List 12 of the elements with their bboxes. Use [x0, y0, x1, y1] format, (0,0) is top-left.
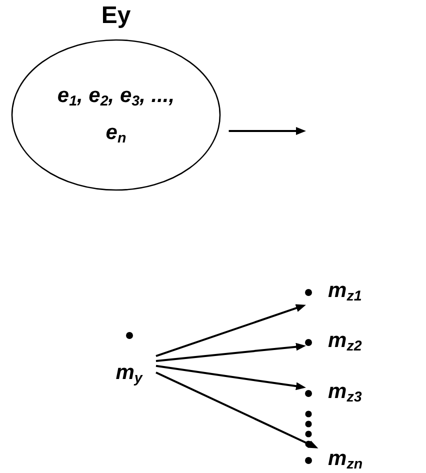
point-label: m$_{y}$: [116, 361, 142, 388]
item-label: m$_{z2}$: [328, 328, 362, 356]
item-label: m$_{z1}$: [328, 278, 362, 306]
arrow: [156, 304, 306, 358]
arrow: [156, 342, 306, 362]
item-label: m$_{zn}$: [328, 447, 363, 473]
arrow: [156, 372, 318, 448]
item-label: m$_{z3}$: [328, 380, 362, 406]
set-elements-text: e$_{1}$, e$_{2}$, e$_{3}$, ..., e$_{n}$: [56, 83, 176, 149]
arrow: [228, 127, 306, 135]
arrow: [156, 364, 306, 390]
node-heading: Ey: [101, 4, 131, 28]
